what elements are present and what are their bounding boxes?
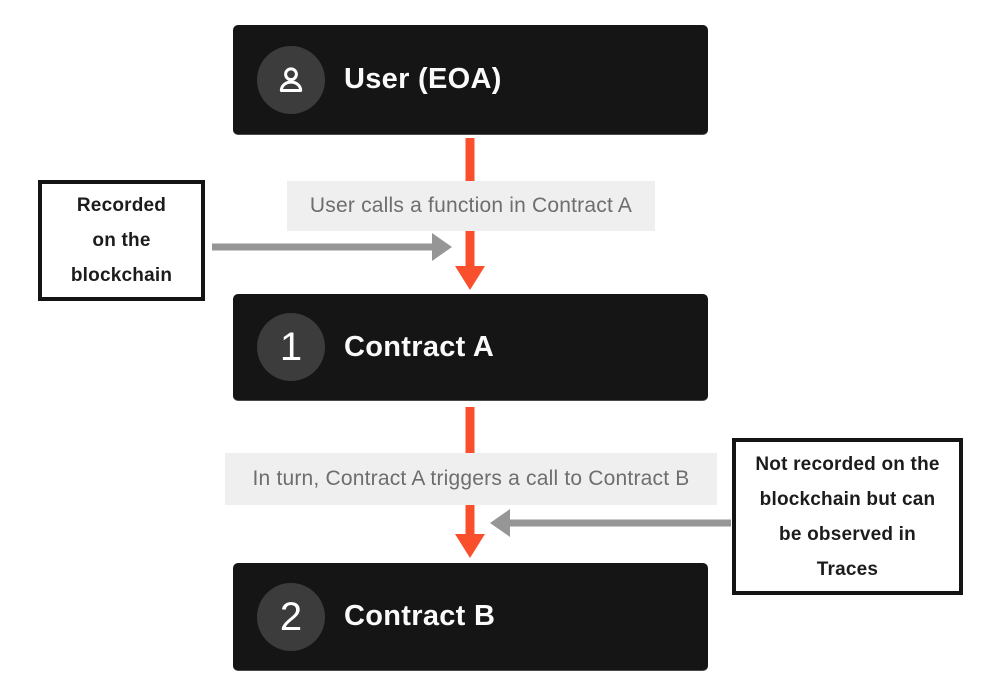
node-contract-a-label: Contract A — [344, 330, 495, 363]
user-icon — [279, 66, 303, 92]
step-1-badge: 1 — [257, 313, 325, 381]
annotation-recorded-on-blockchain: Recorded on the blockchain — [38, 180, 205, 301]
annotation-not-recorded-traces: Not recorded on the blockchain but can b… — [732, 438, 963, 595]
node-user-eoa: User (EOA) — [233, 25, 708, 135]
arrow-not-recorded-pointer-head — [490, 509, 510, 537]
edge-label-user-calls-contract-a: User calls a function in Contract A — [287, 181, 655, 231]
node-contract-b-label: Contract B — [344, 600, 496, 632]
node-contract-b: 2 Contract B — [233, 563, 708, 671]
user-avatar-badge — [257, 45, 325, 114]
arrow-user-to-a-head — [455, 266, 485, 290]
arrow-a-to-b-head — [455, 534, 485, 558]
step-2-badge: 2 — [257, 582, 325, 651]
edge-label-a-triggers-b: In turn, Contract A triggers a call to C… — [225, 453, 717, 505]
node-user-label: User (EOA) — [344, 63, 502, 95]
arrow-recorded-pointer-head — [432, 233, 452, 261]
node-contract-a: 1 Contract A — [233, 294, 708, 401]
